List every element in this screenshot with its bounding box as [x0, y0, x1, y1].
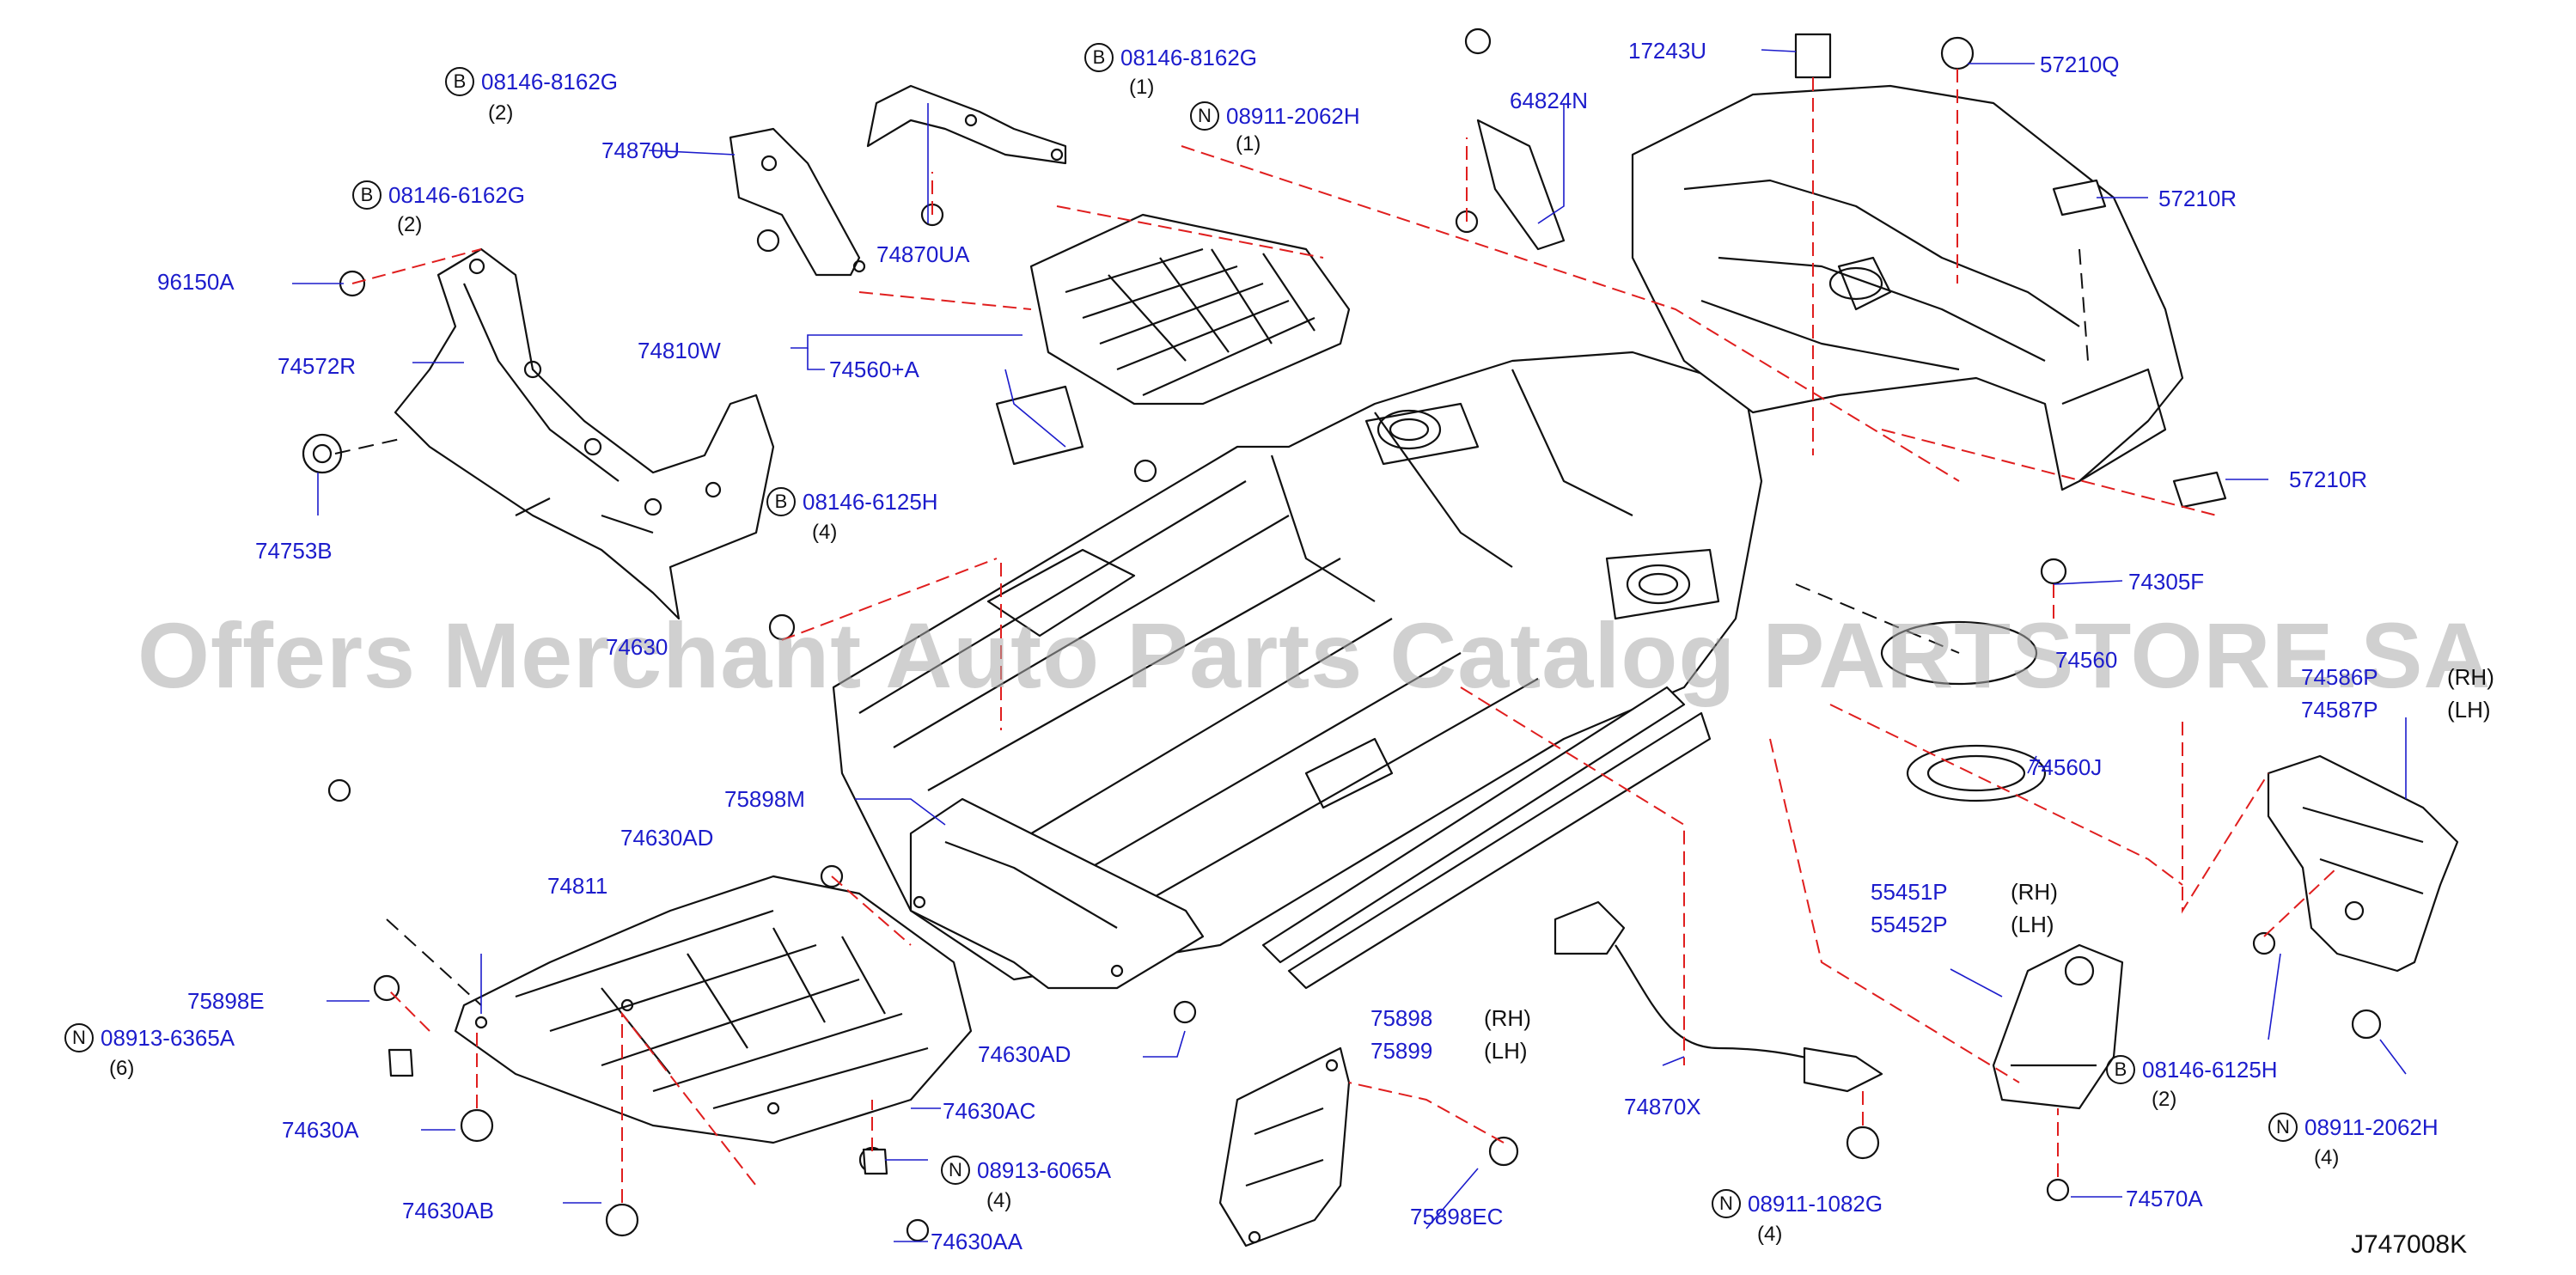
fastener-ref-08146-6162G[interactable]: B 08146-6162G	[352, 180, 525, 210]
bracket-74586P	[2267, 754, 2459, 973]
bracket-75898M	[909, 797, 1205, 990]
b-badge-icon: B	[352, 180, 382, 210]
fastener-qty: (4)	[2314, 1146, 2340, 1169]
part-label-75899[interactable]: 75899	[1370, 1038, 1433, 1064]
crossmember-74572R	[394, 247, 775, 620]
fastener-qty: (2)	[2152, 1088, 2177, 1111]
n-badge-icon: N	[2268, 1113, 2298, 1142]
side-label-rh-75898: (RH)	[1484, 1005, 1531, 1031]
bracket-75898	[1218, 1046, 1351, 1248]
fastener-code: 08146-8162G	[1120, 44, 1258, 70]
n-badge-icon: N	[64, 1023, 94, 1052]
part-label-74630AD-upper[interactable]: 74630AD	[620, 825, 714, 851]
part-label-74630AB[interactable]: 74630AB	[402, 1198, 494, 1223]
fastener-ref-08911-2062H-upper[interactable]: N 08911-2062H	[1190, 101, 1360, 131]
part-label-74870UA[interactable]: 74870UA	[876, 241, 970, 267]
black-dashed-leaders	[334, 248, 2089, 1006]
b-badge-icon: B	[766, 487, 796, 516]
fastener-qty: (4)	[986, 1189, 1012, 1212]
part-label-74630AD-lower[interactable]: 74630AD	[978, 1041, 1071, 1067]
part-label-64824N[interactable]: 64824N	[1510, 88, 1589, 113]
side-label-lh-75899: (LH)	[1484, 1038, 1528, 1064]
part-label-74560[interactable]: 74560	[2055, 647, 2118, 673]
front-under-cover-74811	[454, 875, 973, 1144]
part-label-75898M[interactable]: 75898M	[724, 786, 805, 812]
fastener-ref-08146-8162G-center[interactable]: B 08146-8162G	[1084, 43, 1257, 72]
fastener-code: 08911-1082G	[1748, 1190, 1883, 1217]
grommets-and-pads	[1476, 33, 2227, 802]
fastener-ref-08913-6365A[interactable]: N 08913-6365A	[64, 1023, 235, 1052]
fastener-code: 08146-6125H	[2142, 1056, 2278, 1083]
fastener-qty: (4)	[1757, 1223, 1783, 1246]
n-badge-icon: N	[1190, 101, 1219, 131]
b-badge-icon: B	[1084, 43, 1114, 72]
fastener-qty: (1)	[1236, 132, 1261, 156]
diagram-reference-code: J747008K	[2351, 1230, 2468, 1259]
part-label-74586P[interactable]: 74586P	[2301, 664, 2378, 690]
part-label-74587P[interactable]: 74587P	[2301, 697, 2378, 723]
n-badge-icon: N	[1712, 1189, 1741, 1218]
fastener-ref-08913-6065A[interactable]: N 08913-6065A	[941, 1156, 1111, 1185]
fastener-code: 08146-6125H	[803, 488, 938, 515]
part-label-55451P[interactable]: 55451P	[1871, 879, 1948, 905]
fastener-code: 08146-8162G	[481, 68, 619, 95]
part-label-74870U[interactable]: 74870U	[601, 137, 681, 163]
bracket-55451P	[1992, 943, 2124, 1110]
part-label-74630A[interactable]: 74630A	[282, 1117, 359, 1143]
fastener-code: 08146-6162G	[388, 181, 526, 208]
fastener-code: 08911-2062H	[1226, 102, 1360, 129]
fastener-ref-08911-2062H-lower[interactable]: N 08911-2062H	[2268, 1113, 2439, 1142]
fastener-code: 08911-2062H	[2304, 1113, 2439, 1140]
part-label-17243U[interactable]: 17243U	[1628, 38, 1707, 64]
side-label-lh-55452P: (LH)	[2011, 912, 2054, 937]
part-label-74560J[interactable]: 74560J	[2029, 754, 2103, 780]
part-label-75898[interactable]: 75898	[1370, 1005, 1433, 1031]
fastener-ref-08911-1082G[interactable]: N 08911-1082G	[1712, 1189, 1883, 1218]
part-label-74560A[interactable]: 74560+A	[829, 357, 919, 382]
under-cover-74810W	[995, 213, 1351, 466]
part-label-74630AC[interactable]: 74630AC	[943, 1098, 1036, 1124]
fastener-qty: (4)	[812, 521, 838, 544]
b-badge-icon: B	[2106, 1055, 2135, 1084]
part-label-74810W[interactable]: 74810W	[638, 338, 721, 363]
fastener-code: 08913-6365A	[101, 1024, 235, 1051]
n-badge-icon: N	[941, 1156, 970, 1185]
part-label-74572R[interactable]: 74572R	[278, 353, 357, 379]
part-label-74811[interactable]: 74811	[547, 873, 608, 899]
part-label-74570A[interactable]: 74570A	[2126, 1186, 2203, 1211]
fastener-ref-08146-8162G-left[interactable]: B 08146-8162G	[445, 67, 618, 96]
part-label-74753B[interactable]: 74753B	[255, 538, 333, 564]
part-label-75898EC[interactable]: 75898EC	[1410, 1204, 1504, 1229]
fastener-qty: (2)	[397, 213, 423, 236]
fastener-qty: (1)	[1129, 76, 1155, 99]
b-badge-icon: B	[445, 67, 474, 96]
part-label-74630[interactable]: 74630	[606, 634, 668, 660]
label-leaders	[292, 49, 2407, 1242]
fastener-qty: (2)	[488, 101, 514, 125]
floor-panel	[832, 351, 1763, 990]
fastener-qty: (6)	[109, 1057, 135, 1080]
part-label-75898E[interactable]: 75898E	[187, 988, 265, 1014]
part-label-74630AA[interactable]: 74630AA	[931, 1229, 1022, 1254]
part-label-57210R-upper[interactable]: 57210R	[2158, 186, 2237, 211]
part-label-74870X[interactable]: 74870X	[1624, 1094, 1701, 1119]
part-label-55452P[interactable]: 55452P	[1871, 912, 1948, 937]
side-label-lh-74587P: (LH)	[2447, 697, 2491, 723]
bracket-74870U	[729, 84, 1067, 277]
side-label-rh-74586P: (RH)	[2447, 664, 2494, 690]
fastener-ref-08146-6125H-left[interactable]: B 08146-6125H	[766, 487, 938, 516]
rear-floor-pan	[1631, 84, 2184, 491]
part-label-57210Q[interactable]: 57210Q	[2040, 52, 2120, 77]
part-label-74305F[interactable]: 74305F	[2128, 569, 2205, 595]
fastener-ref-08146-6125H-right[interactable]: B 08146-6125H	[2106, 1055, 2278, 1084]
fastener-code: 08913-6065A	[977, 1156, 1112, 1183]
side-label-rh-55451P: (RH)	[2011, 879, 2058, 905]
dashed-leaders	[351, 69, 2338, 1203]
harness-74870X	[1554, 900, 1883, 1093]
part-label-96150A[interactable]: 96150A	[157, 269, 235, 295]
part-label-57210R-lower[interactable]: 57210R	[2289, 467, 2368, 492]
